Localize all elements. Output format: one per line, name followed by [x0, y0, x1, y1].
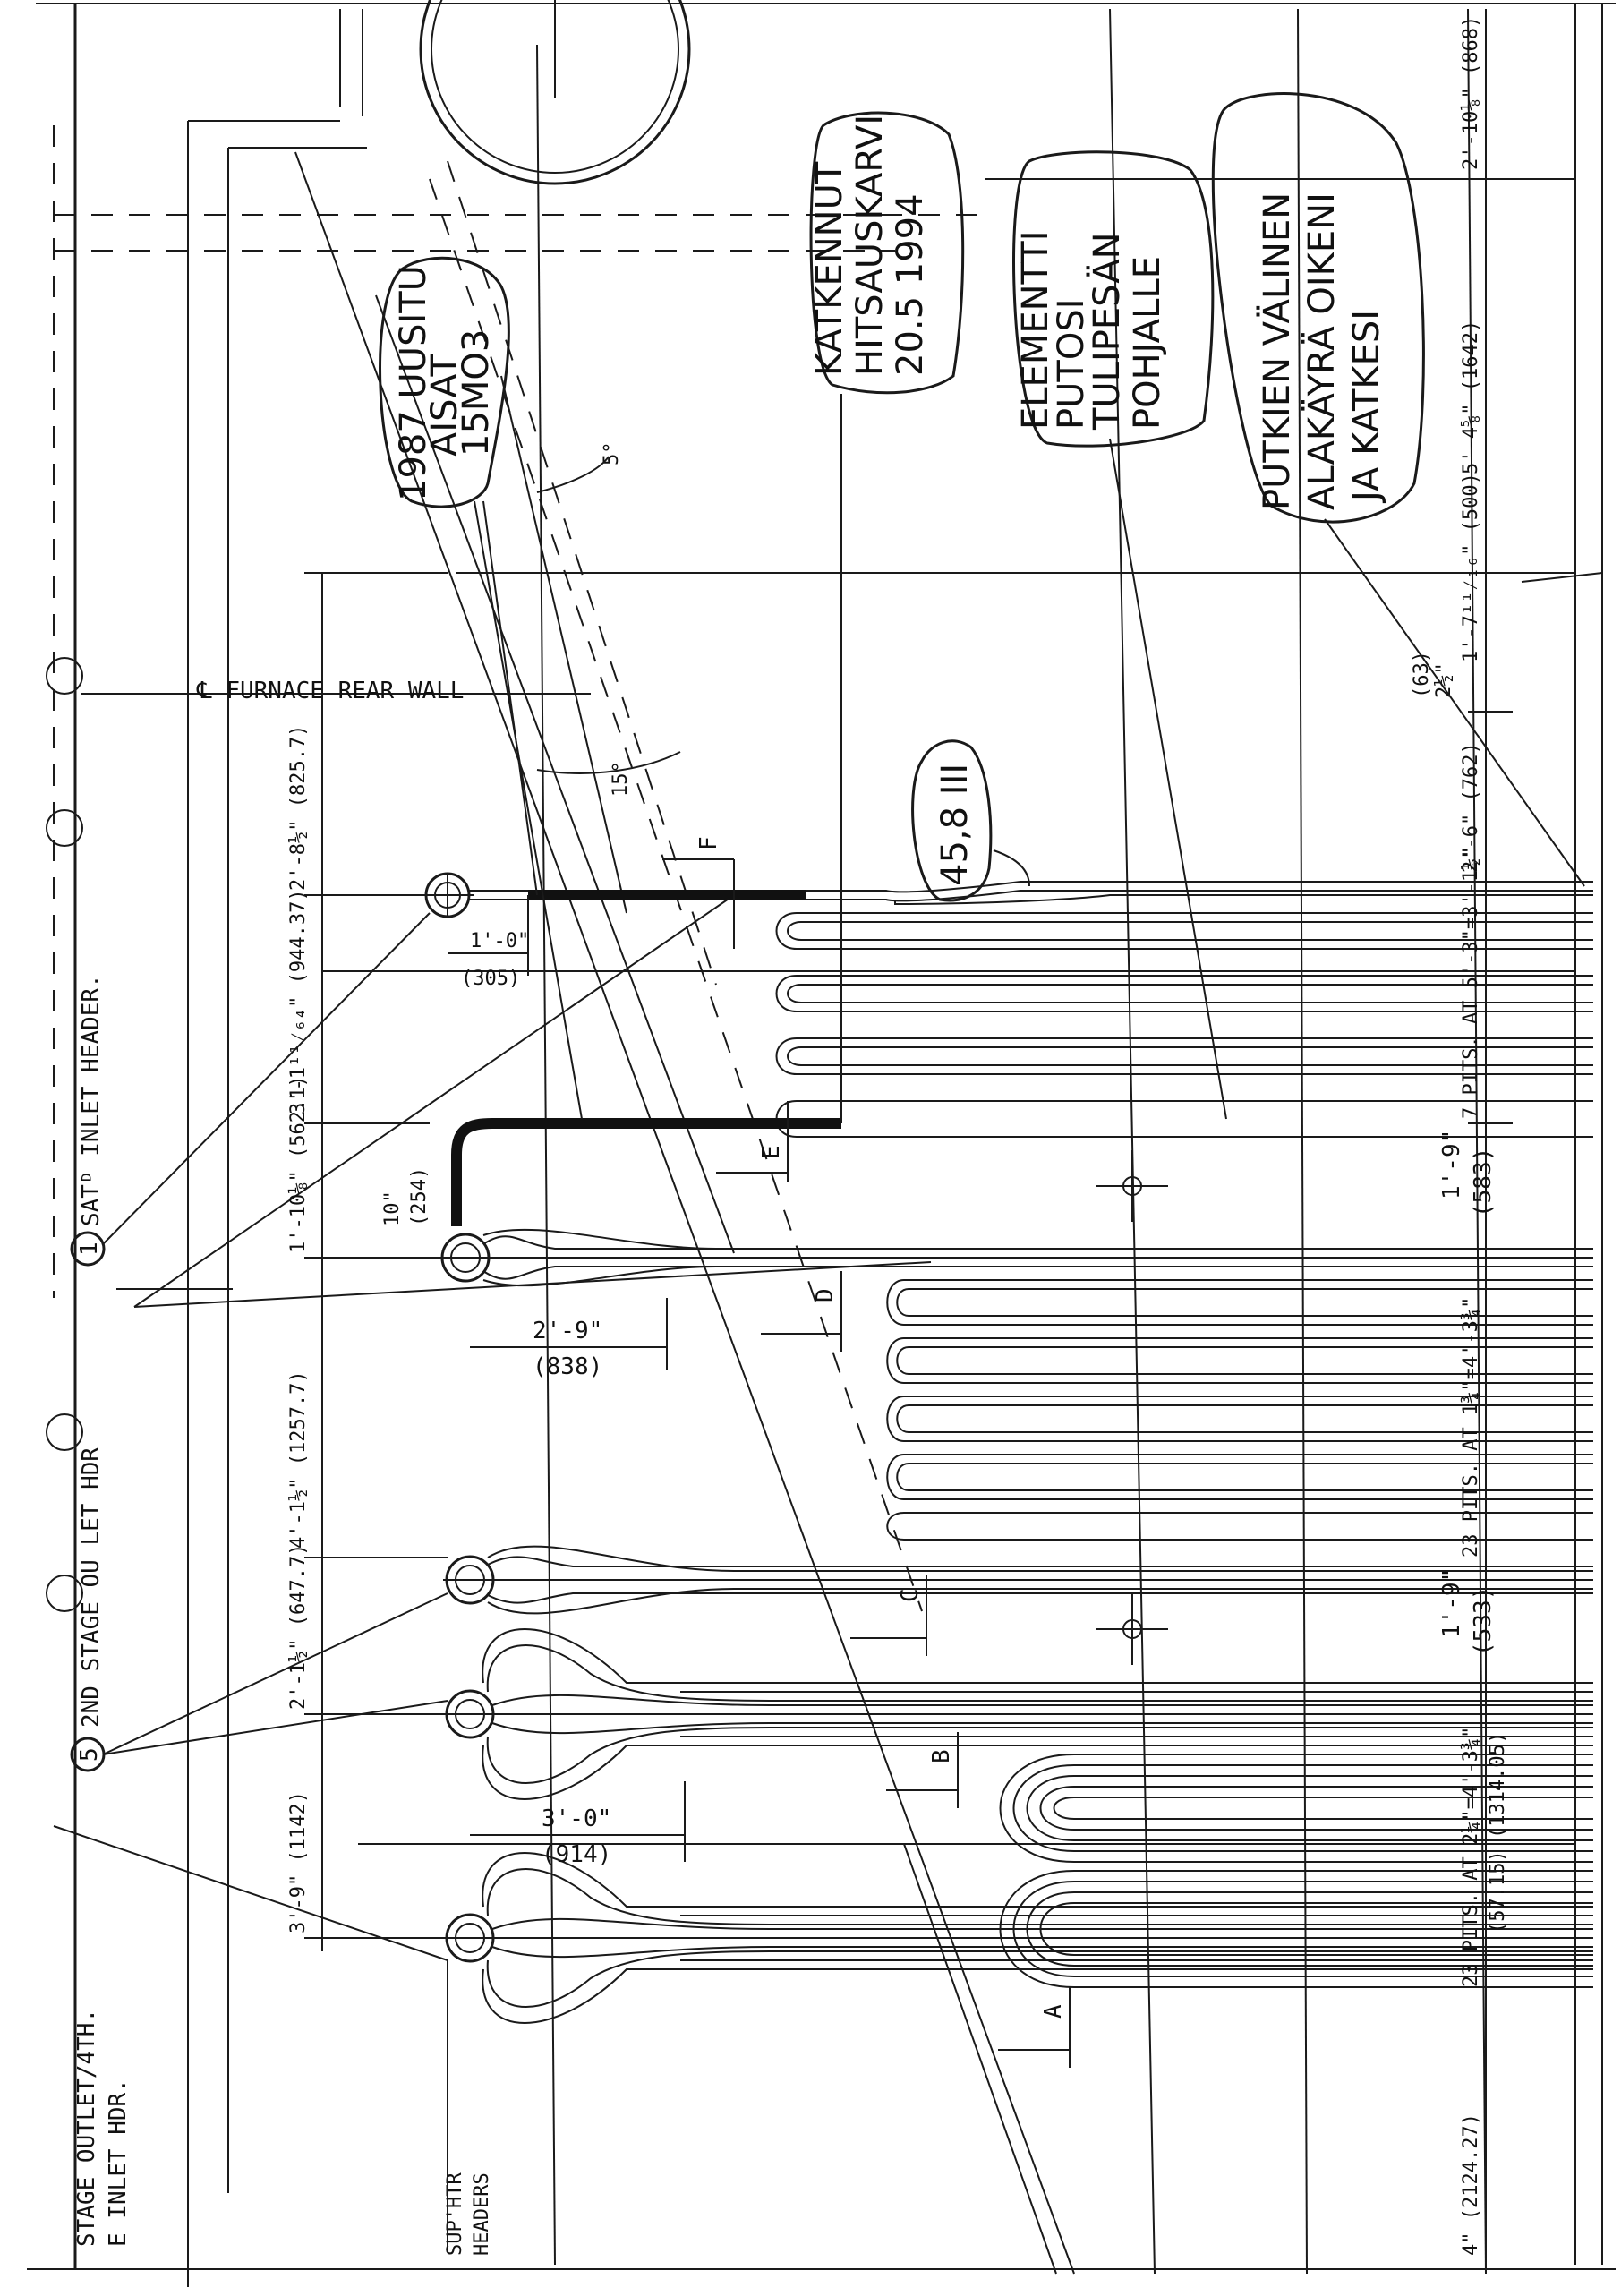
- dim-right-2: 5'-4⅝" (1642): [1460, 320, 1482, 474]
- dim-right-9b: (533): [1470, 1586, 1497, 1656]
- header-C: [443, 1545, 1593, 1615]
- section-D-label: D: [812, 1288, 839, 1302]
- steam-drum: [419, 0, 691, 185]
- dim-inner-1a: 1'-0": [470, 930, 529, 952]
- dim-right-4b: 2½": [1433, 662, 1455, 698]
- dim-inner-2b: (254): [408, 1167, 431, 1226]
- dim-inner-2a: 10": [381, 1191, 404, 1226]
- section-D-marker: D: [761, 1271, 842, 1352]
- section-A-label: A: [1040, 2004, 1067, 2019]
- u-bends-D: [886, 1279, 1593, 1541]
- note-putkien-line1: PUTKIEN VÄLINEN: [1255, 192, 1298, 510]
- u-bends-B: [999, 1754, 1593, 1988]
- note-katkennut-line3: 20.5 1994: [890, 193, 931, 376]
- structure-lines: [53, 8, 1603, 2287]
- callout-1: 1: [76, 1242, 103, 1256]
- header-E: [439, 1228, 1593, 1287]
- note-1987-line1: 1987 UUSITU: [393, 265, 434, 501]
- e-inlet-hdr-label: E INLET HDR.: [105, 2078, 132, 2247]
- section-C-label: C: [897, 1588, 924, 1602]
- section-B-label: B: [928, 1749, 955, 1763]
- header-B: [443, 1628, 1593, 1800]
- satd-inlet-header-label: SATᴰ INLET HEADER.: [78, 974, 105, 1226]
- dim-right-7b: (583): [1470, 1148, 1497, 1217]
- callout-5: 5: [76, 1747, 103, 1762]
- dim-left-2: 3'-1¹¹⁄₆₄" (944.37): [287, 889, 310, 1114]
- section-E-marker: E: [716, 1101, 789, 1182]
- angle-15-label: 15°: [610, 761, 632, 797]
- note-1987-bubble: [379, 256, 510, 508]
- note-putkien-line2: ALAKÄYRÄ OIKENI: [1300, 192, 1343, 510]
- centre-marks: [1096, 1150, 1168, 1665]
- headers-label: HEADERS: [471, 2172, 493, 2256]
- sheet-border: [27, 3, 1616, 2270]
- section-A-marker: A: [998, 1987, 1071, 2068]
- section-F-label: F: [695, 836, 722, 850]
- dim-inner-3b: (838): [533, 1353, 602, 1380]
- dim-left-4: 4'-1½" (1257.7): [287, 1370, 310, 1549]
- inner-dimensions: 1'-0" (305) 10" (254) 2'-9" (838) 3'-0" …: [381, 895, 686, 1868]
- dim-left-1: 2'-8½" (825.7): [287, 725, 310, 891]
- note-458-arrow: [993, 849, 1030, 887]
- dim-right-10a: 23 PITS. AT 2¼"=4'-3¾": [1460, 1727, 1482, 1987]
- handwritten-notes: 1987 UUSITU AISAT 15MO3 KATKENNUT HITSAU…: [379, 92, 1585, 1123]
- note-elementti-line2: PUTOSI: [1051, 298, 1092, 430]
- header-F: [421, 872, 1593, 918]
- note-putkien-bubble: [1211, 92, 1425, 524]
- note-katkennut-bubble: [809, 111, 965, 395]
- dim-right-3: 1'-7¹¹⁄₁₆" (500): [1460, 473, 1482, 662]
- note-458-bubble: [911, 739, 993, 902]
- callout-1-circle: [70, 1231, 106, 1267]
- section-F-marker: F: [662, 836, 735, 949]
- note-elementti-line1: ELEMENTTI: [1015, 231, 1056, 431]
- note-1987-line2: AISAT: [424, 354, 465, 457]
- note-elementti-line4: POHJALLE: [1127, 256, 1168, 430]
- note-katkennut-line1: KATKENNUT: [809, 161, 850, 376]
- dim-inner-3a: 2'-9": [533, 1318, 602, 1344]
- furnace-rear-wall-label: ℄ FURNACE REAR WALL: [196, 678, 464, 704]
- binder-holes: [46, 657, 83, 1612]
- dim-inner-4a: 3'-0": [542, 1805, 611, 1832]
- dim-inner-4b: (914): [542, 1841, 611, 1868]
- note-elementti-bubble: [1012, 150, 1215, 448]
- dim-right-8: 23 PITS. AT 1¾"=4'-3¾": [1460, 1297, 1482, 1558]
- second-stage-outlet-label: 2ND STAGE OU LET HDR: [78, 1447, 105, 1728]
- dim-right-10b: (57.15) (1314.05): [1487, 1732, 1509, 1933]
- note-katkennut-line2: HITSAUSKARVI: [849, 115, 891, 376]
- section-E-label: E: [758, 1145, 785, 1159]
- section-markers: F E D C B A: [662, 836, 1071, 2068]
- section-C-marker: C: [850, 1575, 927, 1656]
- right-dimension-chain: 2'-10⅛" (868) 5'-4⅝" (1642) 1'-7¹¹⁄₁₆" (…: [1411, 9, 1513, 2274]
- section-B-marker: B: [886, 1732, 959, 1808]
- u-bends-F: [775, 912, 1593, 1138]
- dim-right-9a: 1'-9": [1438, 1568, 1465, 1638]
- dim-right-1: 2'-10⅛" (868): [1460, 16, 1482, 170]
- printed-labels: SATᴰ INLET HEADER. 1 2ND STAGE OU LET HD…: [53, 442, 681, 2256]
- note-elementti-line3: TULIPESÄN: [1085, 232, 1128, 431]
- note-putkien-line3: JA KATKESI: [1346, 310, 1387, 504]
- dim-right-7a: 1'-9": [1438, 1130, 1465, 1199]
- dim-right-4a: (63): [1411, 651, 1433, 698]
- header-A: [443, 1852, 1593, 2024]
- note-458: 45,8 III: [934, 764, 976, 886]
- stage-outlet-4th-label: STAGE OUTLET/4TH.: [73, 2009, 100, 2247]
- dim-right-11: 4" (2124.27): [1460, 2113, 1482, 2256]
- dim-inner-1b: (305): [461, 968, 520, 990]
- note-1987-line3: 15MO3: [456, 329, 497, 457]
- failed-pipe-markings: [451, 890, 841, 1226]
- dim-left-5: 2'-1½" (647.7): [287, 1544, 310, 1710]
- dim-right-6: 7 PITS. AT 5'-3"=3'-1½": [1460, 846, 1482, 1119]
- dim-right-5: 2'-6" (762): [1460, 742, 1482, 873]
- dim-left-3: 1'-10⅛" (562.1): [287, 1075, 310, 1253]
- left-dimension-chain: 2'-8½" (825.7) 3'-1¹¹⁄₆₄" (944.37) 1'-10…: [287, 572, 448, 1951]
